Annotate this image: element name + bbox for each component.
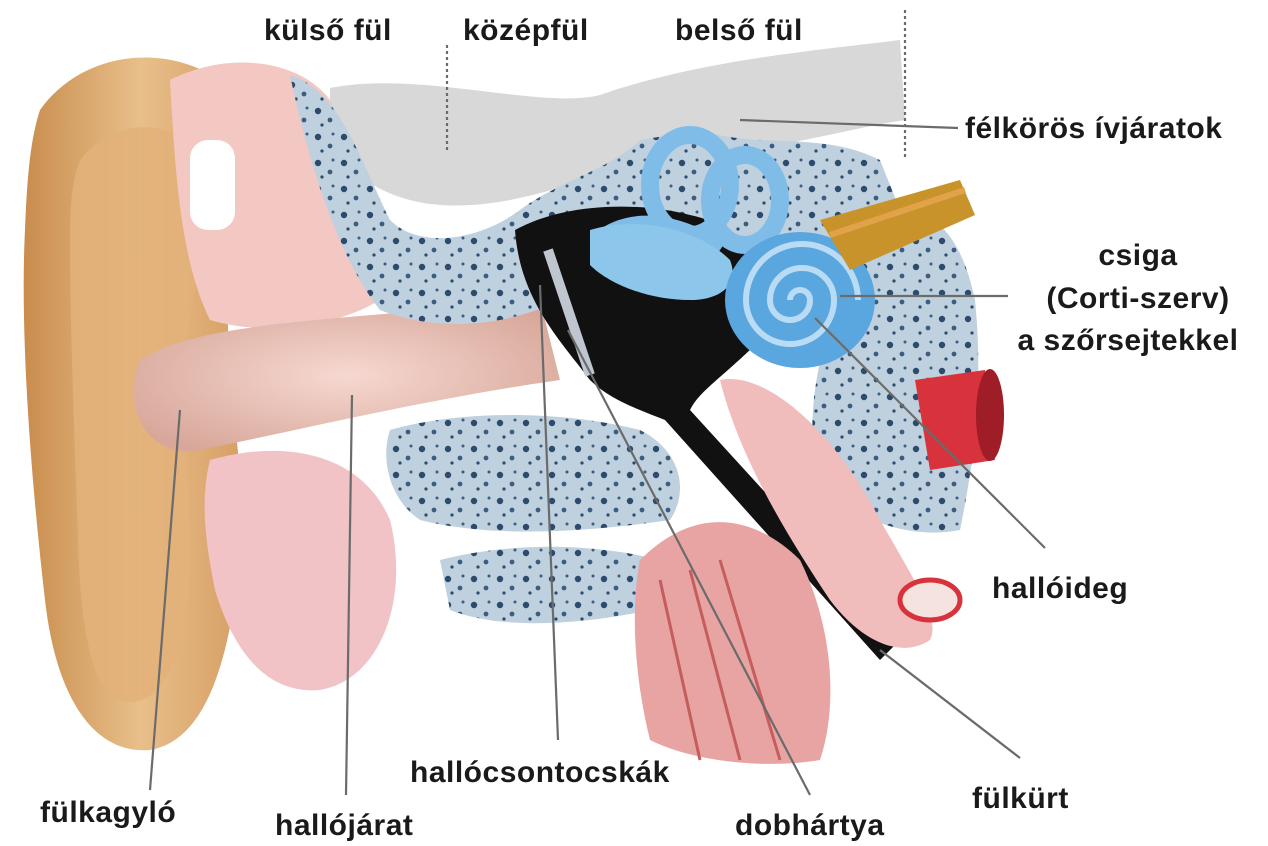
label-cochlea-2: (Corti-szerv) bbox=[1046, 282, 1229, 315]
label-cochlea-1: csiga bbox=[1098, 239, 1177, 272]
cartilage-white bbox=[190, 140, 235, 230]
label-auditory-nerve: hallóideg bbox=[992, 572, 1128, 605]
vessel-end bbox=[900, 580, 960, 620]
leader-eustachian-tube bbox=[880, 650, 1020, 758]
label-auricle: fülkagyló bbox=[40, 796, 176, 829]
label-outer-ear: külső fül bbox=[264, 14, 392, 47]
temporal-bone-lower bbox=[386, 415, 680, 532]
blood-vessel bbox=[915, 369, 1004, 470]
label-ear-canal: hallójárat bbox=[275, 809, 413, 842]
label-semicircular-canals: félkörös ívjáratok bbox=[965, 112, 1222, 145]
label-inner-ear: belső fül bbox=[675, 14, 803, 47]
label-eustachian-tube: fülkürt bbox=[972, 782, 1069, 815]
label-ossicles: hallócsontocskák bbox=[410, 756, 670, 789]
label-cochlea-3: a szőrsejtekkel bbox=[1018, 324, 1239, 357]
label-middle-ear: középfül bbox=[463, 14, 589, 47]
label-eardrum: dobhártya bbox=[735, 809, 885, 842]
earlobe bbox=[205, 451, 397, 690]
